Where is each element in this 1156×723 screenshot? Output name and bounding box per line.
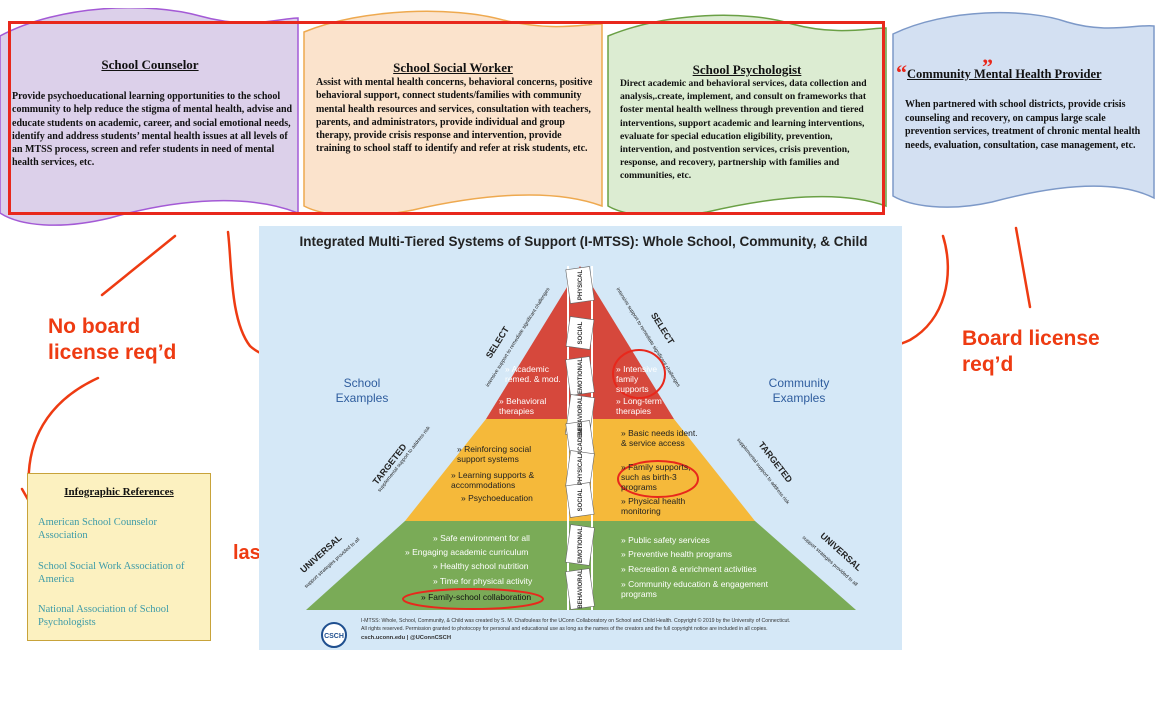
- imtss-footer: I-MTSS: Whole, School, Community, & Chil…: [361, 618, 791, 624]
- reference-item[interactable]: School Social Work Association of Americ…: [38, 561, 185, 585]
- banner-school-social-worker: School Social Worker Assist with mental …: [303, 10, 603, 215]
- note-board-license: Board license req’d: [962, 327, 1100, 376]
- strand-label: SOCIAL: [578, 488, 584, 511]
- strand-label: PHYSICAL: [578, 270, 584, 301]
- universal-left-item: » Time for physical activity: [433, 576, 533, 586]
- banner-body: Direct academic and behavioral services,…: [620, 78, 867, 182]
- quote-open: “: [896, 60, 907, 85]
- banner-title: Community Mental Health Provider: [907, 67, 1102, 81]
- reference-item[interactable]: American School Counselor Association: [38, 517, 157, 541]
- targeted-right-item: » Physical health monitoring: [621, 496, 686, 516]
- banner-title: School Social Worker: [393, 60, 513, 75]
- imtss-infographic: PHYSICAL SOCIAL EMOTIONAL BEHAVIORAL ACA…: [259, 226, 902, 650]
- strand-label: PHYSICAL: [578, 455, 584, 486]
- banner-shape: [892, 11, 1155, 208]
- circle-intensive-family: [612, 349, 666, 399]
- banner-body: Assist with mental health concerns, beha…: [316, 77, 593, 155]
- banner-community-mental-health: “Community Mental Health Provider ” When…: [892, 10, 1156, 210]
- strand-label: ACADEMIC: [578, 422, 584, 455]
- circle-family-school: [402, 588, 544, 610]
- strand-label: EMOTIONAL: [578, 358, 584, 394]
- imtss-footer-link[interactable]: csch.uconn.edu | @UConnCSCH: [361, 635, 452, 641]
- universal-left-item: » Safe environment for all: [433, 533, 530, 543]
- tier-universal: [306, 521, 856, 610]
- infographic-references: Infographic References American School C…: [27, 473, 211, 641]
- imtss-title: Integrated Multi-Tiered Systems of Suppo…: [299, 234, 868, 249]
- strand-label: BEHAVIORAL: [578, 396, 584, 436]
- strand-label: EMOTIONAL: [578, 527, 584, 563]
- banner-school-psychologist: School Psychologist Direct academic and …: [607, 14, 887, 214]
- select-right-item: » Intensive family supports: [616, 364, 658, 394]
- universal-right-item: » Public safety services: [621, 535, 710, 545]
- banner-body: Provide psychoeducational learning oppor…: [12, 91, 293, 169]
- universal-left-item: » Family-school collaboration: [421, 592, 532, 602]
- circle-family-supports: [617, 460, 699, 498]
- targeted-right-item: » Basic needs ident. & service access: [621, 428, 698, 448]
- csch-logo: [321, 622, 347, 648]
- community-examples-label: Community Examples: [768, 376, 830, 405]
- stroke-counselor-line: [100, 234, 177, 297]
- reference-item[interactable]: National Association of School Psycholog…: [38, 604, 169, 628]
- banner-body: When partnered with school districts, pr…: [905, 99, 1141, 151]
- universal-left-item: » Engaging academic curriculum: [405, 547, 529, 557]
- banner-shape: [303, 10, 603, 215]
- select-left-item: » Behavioral therapies: [499, 396, 547, 416]
- banner-title: School Psychologist: [692, 62, 802, 77]
- banner-title: School Counselor: [101, 57, 199, 72]
- universal-left-item: » Healthy school nutrition: [433, 561, 529, 571]
- imtss-pyramid: PHYSICAL SOCIAL EMOTIONAL BEHAVIORAL ACA…: [298, 266, 864, 648]
- tier-sub-targeted-left: supplemental support to address risk: [377, 425, 432, 493]
- csch-logo-text: CSCH: [324, 633, 344, 640]
- quote-close: ”: [982, 54, 993, 79]
- strand-label: SOCIAL: [578, 321, 584, 344]
- strand-labels: PHYSICAL SOCIAL EMOTIONAL BEHAVIORAL ACA…: [578, 270, 584, 609]
- targeted-left-item: » Learning supports & accommodations: [451, 470, 535, 490]
- universal-right-item: » Recreation & enrichment activities: [621, 564, 757, 574]
- tier-label-targeted-right: TARGETED: [756, 440, 794, 485]
- universal-right-item: » Community education & engagement progr…: [621, 579, 768, 599]
- references-title: Infographic References: [64, 486, 174, 498]
- strand-boxes: [564, 266, 596, 610]
- targeted-right-item: » Family supports, such as birth-3 progr…: [621, 462, 691, 492]
- imtss-footer: All rights reserved. Permission granted …: [361, 626, 768, 632]
- note-no-board-license: No board license req’d: [48, 315, 177, 364]
- strand-label: BEHAVIORAL: [578, 569, 584, 609]
- banner-title-row: “Community Mental Health Provider: [896, 60, 1154, 86]
- universal-right-item: » Preventive health programs: [621, 549, 733, 559]
- targeted-left-item: » Psychoeducation: [461, 493, 533, 503]
- select-left-item: » Academic remed. & mod.: [505, 364, 561, 384]
- stroke-community-line: [1014, 226, 1032, 309]
- school-examples-label: School Examples: [335, 376, 389, 405]
- banner-shape: [607, 14, 887, 214]
- select-right-item: » Long-term therapies: [616, 396, 662, 416]
- banner-shape: [0, 8, 299, 226]
- targeted-left-item: » Reinforcing social support systems: [457, 444, 532, 464]
- highlight-box: [8, 21, 885, 215]
- banner-school-counselor: School Counselor Provide psychoeducation…: [0, 8, 300, 228]
